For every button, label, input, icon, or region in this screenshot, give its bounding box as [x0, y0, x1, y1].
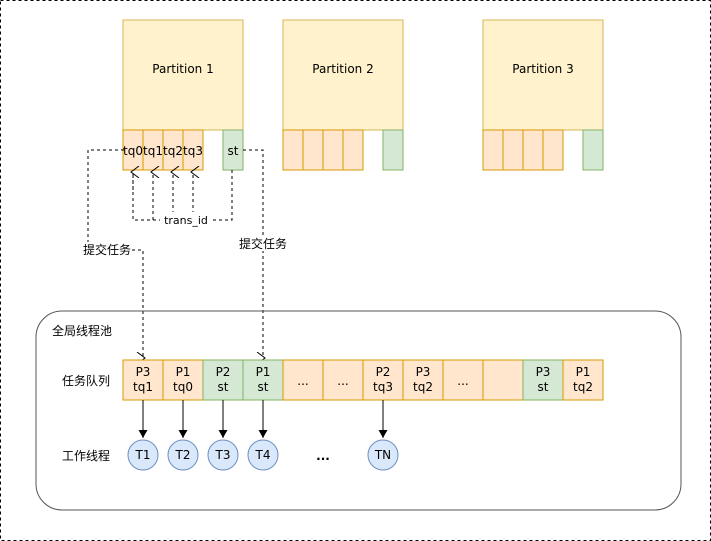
worker-thread-t4: T4 [247, 400, 279, 471]
task-queue-cell-partition: P3 [536, 365, 551, 379]
task-queue-cell-box [482, 359, 524, 401]
worker-thread-label: TN [374, 448, 391, 462]
task-queue-cell-box [122, 359, 164, 401]
worker-thread-circle [247, 439, 279, 471]
partition-st-cell [382, 129, 404, 171]
task-queue-cell-partition: ... [457, 374, 468, 388]
partition-task-queue-cell [322, 129, 344, 171]
partition-task-queue-cell [302, 129, 324, 171]
trans-id-label-bg [160, 212, 212, 227]
task-queue: P3tq1P1tq0P2stP1st......P2tq3P3tq2...P3s… [122, 359, 604, 401]
task-queue-cell-partition: ... [337, 374, 348, 388]
partition-task-queue-cell [522, 129, 544, 171]
task-queue-cell-box [282, 359, 324, 401]
partition-task-queue-cell [502, 129, 524, 171]
worker-thread-label: T3 [215, 448, 231, 462]
worker-thread-label: T4 [255, 448, 271, 462]
task-queue-cell-task: tq1 [133, 380, 153, 394]
task-queue-cell-partition: P1 [176, 365, 191, 379]
task-queue-label: 任务队列 [62, 373, 110, 388]
task-queue-cell-box [242, 359, 284, 401]
submit-path-right [243, 149, 263, 358]
partition-st-cell [582, 129, 604, 171]
thread-pool-title: 全局线程池 [52, 323, 112, 338]
partition-task-queue-cell [482, 129, 504, 171]
partition-task-queue-label: tq2 [163, 144, 183, 158]
task-queue-cell: ... [322, 359, 364, 401]
task-queue-cell-task: st [538, 380, 549, 394]
partition-task-queue-label: tq3 [183, 144, 203, 158]
partition-task-queue-cell [542, 129, 564, 171]
worker-thread-tn: TN [367, 400, 399, 471]
partition-title: Partition 3 [512, 62, 573, 76]
task-queue-cell-box [522, 359, 564, 401]
partition-task-queue-label: tq0 [123, 144, 143, 158]
partition-3: Partition 3 [482, 19, 604, 171]
partition-task-queue-cell [282, 129, 304, 171]
task-queue-cell-task: tq2 [413, 380, 433, 394]
task-queue-cell-box [562, 359, 604, 401]
task-queue-cell-task: tq2 [573, 380, 593, 394]
worker-thread-circle [367, 439, 399, 471]
worker-threads: T1 T2 T3 T4 TN... [127, 400, 399, 471]
task-queue-cell-box [202, 359, 244, 401]
task-queue-cell-partition: P2 [376, 365, 391, 379]
task-queue-cell-box [322, 359, 364, 401]
trans-id-label: trans_id [164, 214, 208, 227]
submit-path-left [87, 149, 143, 358]
worker-thread-t2: T2 [167, 400, 199, 471]
task-queue-cell-partition: P3 [136, 365, 151, 379]
worker-thread-t1: T1 [127, 400, 159, 471]
partition-2: Partition 2 [282, 19, 404, 171]
worker-threads-label: 工作线程 [62, 448, 110, 463]
submit-right-label-bg [238, 236, 288, 251]
task-queue-cell-partition: ... [297, 374, 308, 388]
task-queue-cell-task: tq0 [173, 380, 193, 394]
worker-thread-ellipsis: ... [316, 449, 330, 463]
worker-thread-label: T2 [175, 448, 191, 462]
task-queue-cell-partition: P1 [576, 365, 591, 379]
task-queue-cell-task: st [258, 380, 269, 394]
task-queue-cell-partition: P2 [216, 365, 231, 379]
worker-thread-label: T1 [135, 448, 151, 462]
worker-thread-circle [167, 439, 199, 471]
partition-st-label: st [228, 144, 239, 158]
submit-label-left: 提交任务 [83, 242, 131, 257]
partition-task-queue-cell [342, 129, 364, 171]
task-queue-cell-partition: P3 [416, 365, 431, 379]
task-queue-cell-task: st [218, 380, 229, 394]
trans-id-path [132, 170, 233, 221]
partition-task-queue-label: tq1 [143, 144, 163, 158]
task-queue-cell: ... [282, 359, 324, 401]
submit-left-label-bg [82, 242, 132, 257]
worker-thread-circle [127, 439, 159, 471]
task-queue-cell [482, 359, 524, 401]
worker-thread-circle [207, 439, 239, 471]
task-queue-cell-partition: P1 [256, 365, 271, 379]
submit-label-right: 提交任务 [239, 236, 287, 251]
task-queue-cell-box [162, 359, 204, 401]
partition-title: Partition 2 [312, 62, 373, 76]
worker-thread-t3: T3 [207, 400, 239, 471]
task-queue-cell-task: tq3 [373, 380, 393, 394]
thread-pool-container [35, 310, 682, 511]
task-queue-cell: ... [442, 359, 484, 401]
partition-title: Partition 1 [152, 62, 213, 76]
